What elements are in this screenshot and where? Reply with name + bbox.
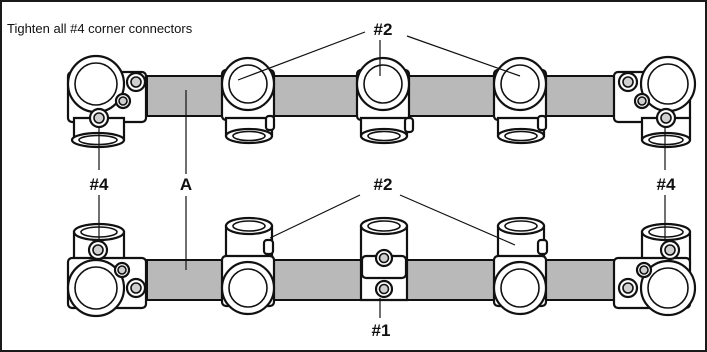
bottom-pipe-4 [539,259,619,301]
top-tee-connector-2 [355,56,415,145]
label-pipe-a: A [180,175,192,194]
label-right-fitting-4: #4 [657,175,676,194]
bottom-cross-connector [359,216,409,302]
top-left-corner-connector [66,54,148,149]
label-left-fitting-4: #4 [90,175,109,194]
top-pipe-a [146,75,228,117]
label-fitting-1: #1 [372,321,391,340]
top-pipe-3 [401,75,501,117]
top-right-corner-connector [612,55,697,149]
bottom-tee-connector-1 [220,216,276,316]
bottom-pipe-2 [267,259,367,301]
callout-lines [98,31,666,318]
bottom-left-corner-connector [66,222,148,318]
top-pipe-4 [539,75,619,117]
bottom-assembly [66,216,697,318]
top-pipe-2 [267,75,367,117]
bottom-tee-connector-3 [492,216,549,316]
instruction-text: Tighten all #4 corner connectors [7,21,193,36]
bottom-pipe-a [146,259,228,301]
top-tee-connector-1 [220,56,276,145]
label-top-fitting-2: #2 [374,20,393,39]
label-bottom-fitting-2: #2 [374,175,393,194]
bottom-right-corner-connector [612,222,697,317]
bottom-pipe-3 [401,259,501,301]
top-assembly [66,54,697,149]
top-tee-connector-3 [492,56,548,145]
